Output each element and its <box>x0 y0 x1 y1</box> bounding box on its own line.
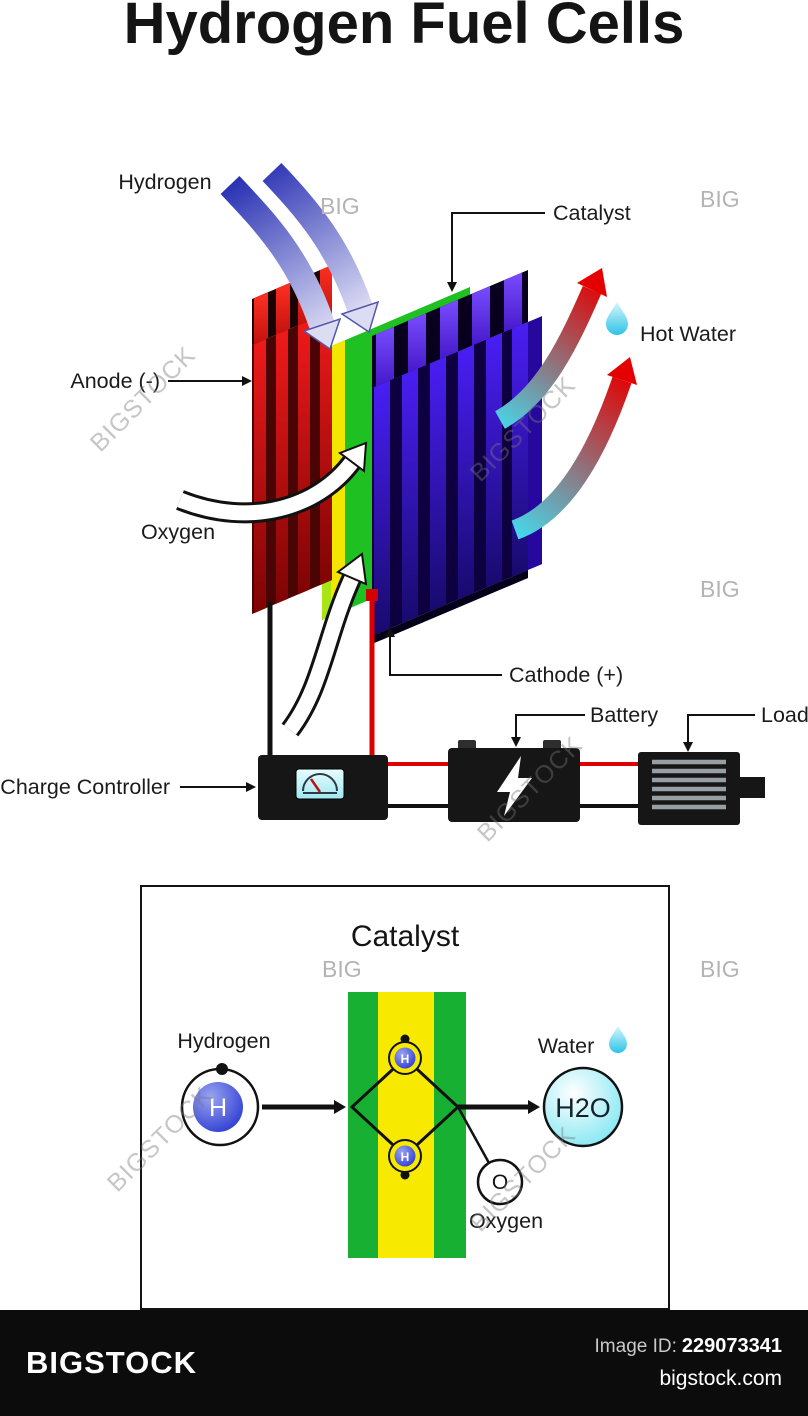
electron-dot <box>216 1063 228 1075</box>
hydrogen-arrows <box>220 163 380 351</box>
anode-plate <box>252 265 332 614</box>
o-symbol: O <box>492 1171 508 1194</box>
image-id-line: Image ID:229073341 <box>595 1335 782 1358</box>
hydrogen-atom: Hydrogen H <box>177 1029 271 1147</box>
hot-water-label: Hot Water <box>640 322 736 346</box>
lightning-bolt-icon <box>497 756 532 816</box>
hydrogen-label: Hydrogen <box>118 170 211 194</box>
oxygen-label: Oxygen <box>141 520 215 544</box>
bigstock-logo: BIGSTOCK <box>26 1345 198 1380</box>
inset-title: Catalyst <box>351 920 460 953</box>
image-id-value: 229073341 <box>681 1335 782 1357</box>
catalyst-inset-diagram: Catalyst Hydrogen H <box>177 920 627 1258</box>
arrow-to-membrane <box>262 1100 346 1114</box>
image-meta: Image ID:229073341 bigstock.com <box>595 1335 782 1391</box>
oxygen-arrows <box>176 441 368 737</box>
anode-label: Anode (-) <box>70 369 160 393</box>
page-title: Hydrogen Fuel Cells <box>123 0 685 56</box>
watermark-big: BIG <box>700 576 740 602</box>
inset-membrane <box>348 992 466 1258</box>
cathode-label: Cathode (+) <box>509 663 623 687</box>
image-id-label: Image ID: <box>594 1336 677 1357</box>
footer-bar: BIGSTOCK Image ID:229073341 bigstock.com <box>0 1310 808 1416</box>
arrow-to-water <box>458 1100 540 1114</box>
watermark-big: BIG <box>320 193 360 219</box>
charge-controller-label: Charge Controller <box>0 775 170 799</box>
h-symbol-small: H <box>401 1150 410 1164</box>
oxygen-atom: O Oxygen <box>456 1106 543 1233</box>
catalyst-inset-box: Catalyst Hydrogen H <box>140 885 670 1310</box>
meter-display <box>295 768 345 800</box>
wiring <box>267 589 638 808</box>
catalyst-label: Catalyst <box>553 201 631 225</box>
water-droplet-icon <box>609 1026 627 1053</box>
fuel-cell-diagram: Hydrogen Catalyst Anode (-) Oxygen Hot W… <box>0 163 808 825</box>
inset-hydrogen-label: Hydrogen <box>177 1029 270 1053</box>
inset-oxygen-label: Oxygen <box>469 1209 543 1233</box>
reaction-diamond: H H <box>349 1034 461 1180</box>
inset-water-label: Water <box>538 1034 595 1058</box>
water-molecule: Water H2O <box>538 1026 627 1148</box>
h-symbol-small: H <box>401 1052 410 1066</box>
h-symbol: H <box>209 1094 227 1122</box>
site-url: bigstock.com <box>659 1367 782 1390</box>
watermark-big: BIG <box>700 956 740 982</box>
battery <box>448 740 580 822</box>
h2o-symbol: H2O <box>555 1093 611 1123</box>
label-pointers <box>168 212 755 788</box>
watermark-big: BIG <box>700 186 740 212</box>
load-device <box>638 752 765 825</box>
label-pointer-arrowheads <box>242 282 693 792</box>
charge-controller <box>258 755 388 820</box>
battery-label: Battery <box>590 703 658 727</box>
hot-water-arrows <box>494 268 637 540</box>
watermark-big: BIG <box>322 956 362 982</box>
cathode-plate <box>372 270 542 644</box>
water-droplet-icon <box>606 302 628 335</box>
load-label: Load <box>761 703 808 727</box>
